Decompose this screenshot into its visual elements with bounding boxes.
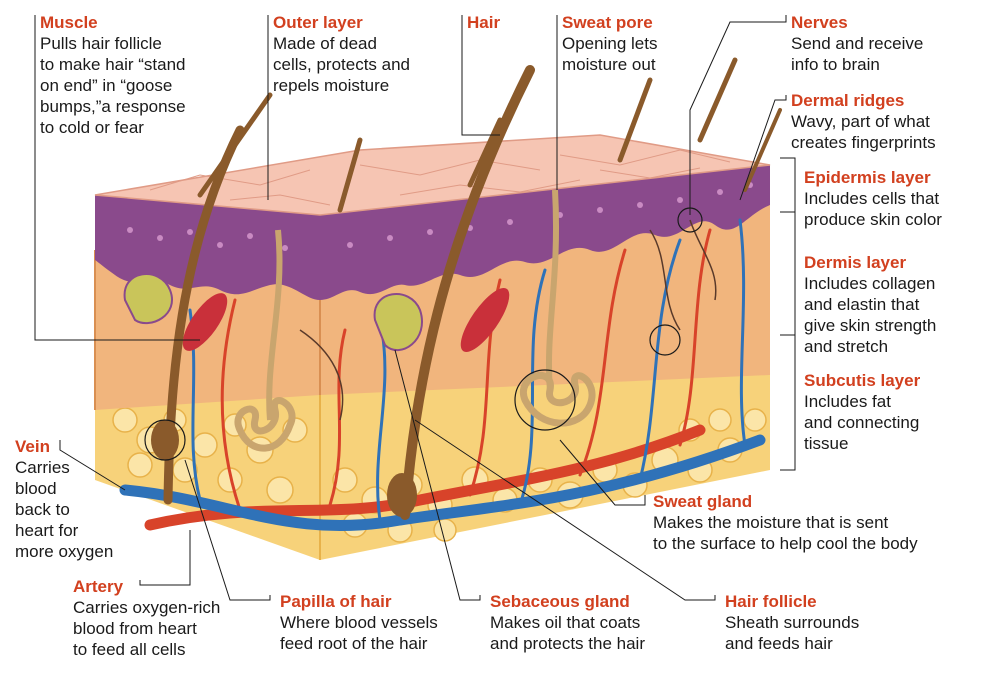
- label-sweat-gland-desc: Makes the moisture that is sent to the s…: [653, 513, 918, 553]
- label-subcutis-layer: Subcutis layer Includes fat and connecti…: [804, 370, 996, 454]
- label-sweat-gland: Sweat gland Makes the moisture that is s…: [653, 491, 993, 554]
- label-sebaceous-desc: Makes oil that coats and protects the ha…: [490, 613, 645, 653]
- label-hair-follicle-title: Hair follicle: [725, 592, 817, 611]
- label-hair-follicle: Hair follicle Sheath surrounds and feeds…: [725, 591, 925, 654]
- label-dermal-ridges-desc: Wavy, part of what creates fingerprints: [791, 112, 936, 152]
- label-papilla-desc: Where blood vessels feed root of the hai…: [280, 613, 438, 653]
- label-vein: Vein Carries blood back to heart for mor…: [15, 436, 145, 562]
- label-muscle-desc: Pulls hair follicle to make hair “stand …: [40, 34, 186, 137]
- sweat-glands: [234, 189, 596, 452]
- label-dermis-desc: Includes collagen and elastin that give …: [804, 274, 937, 356]
- label-dermis-title: Dermis layer: [804, 253, 907, 272]
- label-nerves-title: Nerves: [791, 13, 848, 32]
- label-dermal-ridges-title: Dermal ridges: [791, 91, 905, 110]
- label-hair-follicle-desc: Sheath surrounds and feeds hair: [725, 613, 860, 653]
- label-subcutis-desc: Includes fat and connecting tissue: [804, 392, 920, 453]
- layer-brackets: [780, 157, 796, 471]
- outer-layer-surface: [94, 134, 771, 216]
- label-nerves: Nerves Send and receive info to brain: [791, 12, 991, 75]
- label-epidermis-layer: Epidermis layer Includes cells that prod…: [804, 167, 996, 230]
- label-muscle-title: Muscle: [40, 13, 98, 32]
- label-vein-desc: Carries blood back to heart for more oxy…: [15, 458, 114, 561]
- label-sebaceous-gland: Sebaceous gland Makes oil that coats and…: [490, 591, 700, 654]
- label-nerves-desc: Send and receive info to brain: [791, 34, 924, 74]
- label-artery-desc: Carries oxygen-rich blood from heart to …: [73, 598, 221, 659]
- nerve-fibers: [299, 219, 717, 421]
- label-outer-layer-desc: Made of dead cells, protects and repels …: [273, 34, 411, 95]
- label-sweat-pore-title: Sweat pore: [562, 13, 653, 32]
- hair-bulbs: [151, 420, 417, 517]
- label-sweat-pore-desc: Opening lets moisture out: [562, 34, 658, 74]
- dermis-layer: [94, 205, 770, 410]
- label-sebaceous-title: Sebaceous gland: [490, 592, 630, 611]
- label-artery-title: Artery: [73, 577, 124, 596]
- label-vein-title: Vein: [15, 437, 50, 456]
- label-dermis-layer: Dermis layer Includes collagen and elast…: [804, 252, 996, 357]
- epidermis-layer: [95, 165, 770, 300]
- label-outer-layer-title: Outer layer: [273, 13, 363, 32]
- label-dermal-ridges: Dermal ridges Wavy, part of what creates…: [791, 90, 996, 153]
- label-outer-layer: Outer layer Made of dead cells, protects…: [273, 12, 453, 96]
- label-hair: Hair: [467, 12, 547, 33]
- label-hair-title: Hair: [467, 13, 501, 32]
- label-papilla-title: Papilla of hair: [280, 592, 392, 611]
- label-muscle: Muscle Pulls hair follicle to make hair …: [40, 12, 260, 138]
- label-sweat-pore: Sweat pore Opening lets moisture out: [562, 12, 722, 75]
- label-epidermis-desc: Includes cells that produce skin color: [804, 189, 942, 229]
- label-subcutis-title: Subcutis layer: [804, 371, 921, 390]
- label-epidermis-title: Epidermis layer: [804, 168, 931, 187]
- leader-lines: [34, 15, 787, 601]
- label-sweat-gland-title: Sweat gland: [653, 492, 753, 511]
- sebaceous-glands: [123, 273, 423, 351]
- label-artery: Artery Carries oxygen-rich blood from he…: [73, 576, 263, 660]
- label-papilla-of-hair: Papilla of hair Where blood vessels feed…: [280, 591, 480, 654]
- arrector-muscles: [182, 287, 510, 353]
